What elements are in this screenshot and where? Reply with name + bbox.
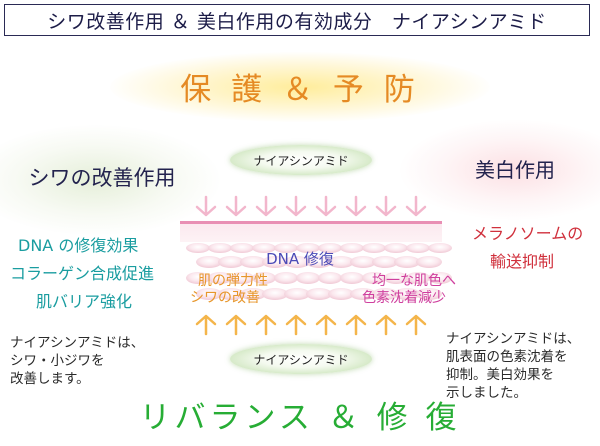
skin-cell	[306, 256, 332, 268]
up-arrow-icon	[405, 314, 427, 336]
down-arrow-icon	[405, 195, 427, 217]
skin-cell	[428, 243, 452, 253]
skin-cell	[240, 256, 266, 268]
right-description-line: 示しました。	[446, 385, 527, 401]
left-description: ナイアシンアミドは、 シワ・小ジワを 改善します。	[10, 334, 144, 388]
right-description-line: 肌表面の色素沈着を	[446, 349, 568, 365]
down-arrow-icon	[255, 195, 277, 217]
skin-cell	[428, 272, 452, 284]
right-description-line: 抑制。美白効果を	[446, 367, 554, 383]
skin-band	[180, 224, 442, 242]
skin-cell	[252, 243, 276, 253]
skin-cell	[296, 272, 320, 284]
skin-cell	[328, 256, 354, 268]
right-description: ナイアシンアミドは、 肌表面の色素沈着を 抑制。美白効果を 示しました。	[446, 330, 580, 402]
dna-repair-label: DNA 修復	[266, 250, 334, 268]
niacinamide-badge-bottom: ナイアシンアミド	[230, 344, 372, 374]
skin-cell	[306, 288, 332, 300]
skin-cell	[252, 272, 276, 284]
skin-cell	[350, 288, 376, 300]
skin-cell	[196, 256, 222, 268]
skin-cell	[394, 256, 420, 268]
up-arrow-icon	[195, 314, 217, 336]
right-glow	[400, 120, 600, 220]
skin-cell	[318, 243, 342, 253]
down-arrow-icon	[375, 195, 397, 217]
skin-cell	[340, 243, 364, 253]
skin-cell	[318, 272, 342, 284]
elasticity-label: 肌の弾力性	[198, 273, 268, 289]
skin-cell	[240, 288, 266, 300]
up-arrow-icon	[225, 314, 247, 336]
effect-melanosome-2: 輸送抑制	[490, 252, 555, 271]
wrinkle-improvement-heading: シワの改善作用	[28, 166, 176, 190]
skin-cell	[284, 256, 310, 268]
skin-cell	[296, 243, 320, 253]
whitening-heading: 美白作用	[475, 158, 555, 182]
skin-cell	[218, 256, 244, 268]
top-glow	[110, 52, 490, 122]
skin-surface-line	[180, 221, 442, 224]
down-arrow-icon	[225, 195, 247, 217]
skin-cell	[186, 272, 210, 284]
wrinkle-label: シワの改善	[190, 290, 260, 306]
skin-cell	[230, 243, 254, 253]
skin-cell	[372, 256, 398, 268]
skin-cell	[208, 243, 232, 253]
skin-cell	[350, 256, 376, 268]
left-description-line: シワ・小ジワを	[10, 353, 105, 369]
skin-cell	[218, 288, 244, 300]
down-arrow-icon	[195, 195, 217, 217]
skin-cell	[416, 288, 442, 300]
left-description-line: ナイアシンアミドは、	[10, 335, 145, 351]
protection-prevention-heading: 保 護 ＆ 予 防	[180, 72, 420, 108]
up-arrows	[195, 314, 427, 336]
skin-cell	[328, 288, 354, 300]
skin-cell	[416, 256, 442, 268]
skin-cell	[362, 243, 386, 253]
skin-cell	[384, 243, 408, 253]
effect-melanosome-1: メラノソームの	[472, 224, 584, 243]
skin-cells	[186, 243, 452, 300]
pigment-label: 色素沈着減少	[362, 290, 446, 306]
up-arrow-icon	[375, 314, 397, 336]
down-arrow-icon	[285, 195, 307, 217]
effect-barrier: 肌バリア強化	[36, 292, 133, 311]
skin-cell	[362, 272, 386, 284]
skin-cell	[262, 256, 288, 268]
up-arrow-icon	[315, 314, 337, 336]
down-arrows	[195, 195, 427, 217]
skin-cell	[208, 272, 232, 284]
even-tone-label: 均一な肌色へ	[372, 273, 456, 289]
skin-cell	[394, 288, 420, 300]
up-arrow-icon	[285, 314, 307, 336]
skin-cell	[340, 272, 364, 284]
skin-cell	[262, 288, 288, 300]
rebalance-repair-heading: リバランス ＆ 修 復	[139, 400, 461, 436]
niacinamide-badge-top: ナイアシンアミド	[230, 145, 372, 175]
skin-cell	[406, 243, 430, 253]
skin-cell	[186, 243, 210, 253]
skin-cell	[196, 288, 222, 300]
skin-cell	[372, 288, 398, 300]
page-title: シワ改善作用 ＆ 美白作用の有効成分 ナイアシンアミド	[4, 4, 590, 36]
skin-cell	[284, 288, 310, 300]
skin-cell	[406, 272, 430, 284]
skin-cell	[384, 272, 408, 284]
right-description-line: ナイアシンアミドは、	[446, 331, 581, 347]
effect-collagen: コラーゲン合成促進	[10, 264, 155, 283]
skin-cell	[230, 272, 254, 284]
down-arrow-icon	[345, 195, 367, 217]
skin-cell	[274, 272, 298, 284]
up-arrow-icon	[255, 314, 277, 336]
skin-cell	[274, 243, 298, 253]
effect-dna-repair: DNA の修復効果	[18, 236, 139, 255]
down-arrow-icon	[315, 195, 337, 217]
left-description-line: 改善します。	[10, 371, 90, 387]
up-arrow-icon	[345, 314, 367, 336]
left-glow	[0, 125, 220, 235]
